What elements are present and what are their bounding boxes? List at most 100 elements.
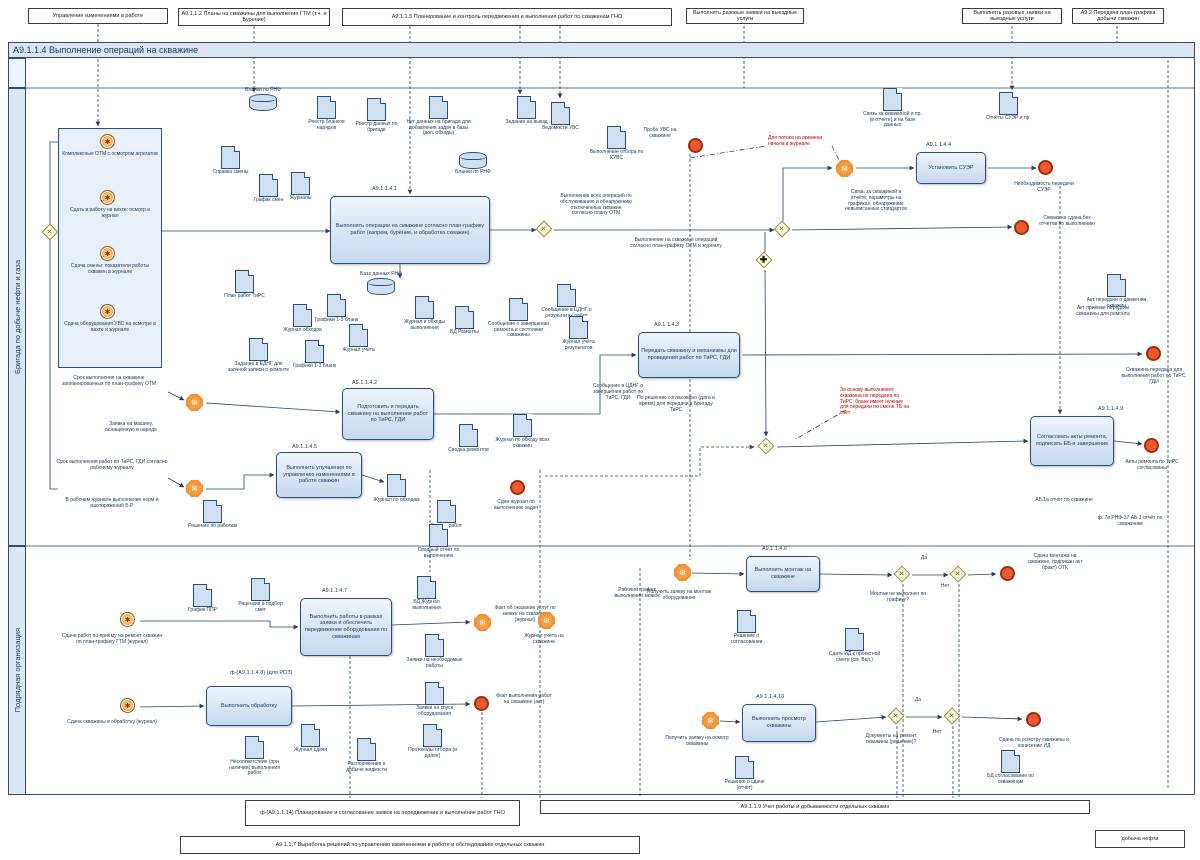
end-event-icon[interactable] [510,480,525,495]
document-icon[interactable] [1107,274,1126,297]
document-icon[interactable] [883,88,902,111]
document-icon[interactable] [1001,750,1020,773]
process-box[interactable]: Подготовить и передать скважину на выпол… [342,388,434,440]
document-label: Задание в ЕДНГ для заочной записи о ремо… [227,361,290,373]
end-event-icon[interactable] [1038,160,1053,175]
database-icon[interactable] [249,93,277,111]
document-icon[interactable] [569,316,588,339]
document-icon[interactable] [203,500,222,523]
document-icon[interactable] [455,306,474,329]
document-icon[interactable] [249,338,268,361]
document-icon[interactable] [459,424,478,447]
document-icon[interactable] [259,174,278,197]
gateway-parallel-icon[interactable]: ✚ [755,251,773,269]
end-event-icon[interactable] [1014,220,1029,235]
process-box[interactable]: Выполнить работы в рамках заявки и обесп… [300,598,392,656]
message-event-icon[interactable]: ✉ [474,614,491,631]
document-icon[interactable] [417,576,436,599]
document-icon[interactable] [293,304,312,327]
message-event-icon[interactable]: ✉ [702,712,719,729]
process-box[interactable]: Согласовать акты ремонта, подписать ЕБ и… [1030,416,1114,466]
database-icon[interactable] [367,277,395,295]
document-icon[interactable] [425,634,444,657]
document-icon[interactable] [367,98,386,121]
document-icon[interactable] [305,340,324,363]
message-event-icon[interactable]: ✉ [186,394,203,411]
document-icon[interactable] [557,284,576,307]
document-icon[interactable] [551,102,570,125]
document-icon[interactable] [251,578,270,601]
process-box[interactable]: Выполнить монтаж на скважине [746,556,820,592]
gateway-exclusive-icon[interactable]: ✕ [949,565,967,583]
process-box[interactable]: Установить СУЭР [916,152,986,184]
external-process-box[interactable]: А9.2 Передача план-графика добычи скважи… [1072,8,1164,24]
document-icon[interactable] [245,736,264,759]
end-event-icon[interactable] [1000,566,1015,581]
intermediate-event-icon[interactable]: ✱ [120,698,135,713]
document-icon[interactable] [437,500,456,523]
document-icon[interactable] [517,96,536,119]
intermediate-event-icon[interactable]: ✱ [120,612,135,627]
end-event-icon[interactable] [1146,346,1161,361]
gateway-exclusive-icon[interactable]: ✕ [757,437,775,455]
process-box[interactable]: Выполнять операции на скважине согласно … [330,196,490,264]
intermediate-event-icon[interactable]: ✱ [100,304,115,319]
document-icon[interactable] [429,96,448,119]
end-event-icon[interactable] [1144,438,1159,453]
end-event-icon[interactable] [1026,712,1041,727]
document-icon[interactable] [301,724,320,747]
document-icon[interactable] [737,610,756,633]
document-icon[interactable] [845,628,864,651]
connector-line [545,444,755,477]
message-event-icon[interactable]: ✉ [674,564,691,581]
document-icon[interactable] [357,738,376,761]
document-icon[interactable] [349,324,368,347]
document-icon[interactable] [387,474,406,497]
external-process-box[interactable]: А9.1.1.9 Учет работы и добываемости отде… [540,800,1090,814]
document-icon[interactable] [221,146,240,169]
external-process-box[interactable]: А9.1.1.5 Планирование и контроль передви… [342,8,672,26]
document-icon[interactable] [429,524,448,547]
document-icon[interactable] [425,682,444,705]
message-event-icon[interactable]: ✉ [836,160,853,177]
external-process-box[interactable]: А9.1.1.2 Планы на скважины для выполнени… [178,8,330,26]
process-box[interactable]: Выполнить обработку [206,686,292,726]
intermediate-event-icon[interactable]: ✱ [100,134,115,149]
document-icon[interactable] [607,126,626,149]
end-event-icon[interactable] [688,138,703,153]
gateway-exclusive-icon[interactable]: ✕ [535,220,553,238]
document-icon[interactable] [423,724,442,747]
external-process-box[interactable]: Управление изменениями в работе [28,8,168,24]
process-box[interactable]: Передать скважину и механизмы для провед… [638,332,740,378]
gateway-exclusive-icon[interactable]: ✕ [893,565,911,583]
external-process-box[interactable]: Выполнять разовые заявки на выездные усл… [686,8,804,24]
document-icon[interactable] [317,96,336,119]
gateway-exclusive-icon[interactable]: ✕ [943,707,961,725]
external-process-box[interactable]: ф-(А9.1.1.14) Планирование и согласовани… [245,800,520,826]
message-event-icon[interactable]: ✉ [538,612,555,629]
document-icon[interactable] [415,296,434,319]
external-process-box[interactable]: Выполнять разовые заявки на выездные усл… [962,8,1062,24]
document-node: БД Ремонты [437,306,493,336]
document-icon[interactable] [735,756,754,779]
message-event-icon[interactable]: ✉ [186,480,203,497]
document-icon[interactable] [327,294,346,317]
external-process-box[interactable]: А9.1.1.7 Выработка решений по управлению… [180,836,640,854]
intermediate-event-icon[interactable]: ✱ [100,190,115,205]
connector-line [361,474,385,483]
document-icon[interactable] [509,298,528,321]
document-icon[interactable] [235,270,254,293]
document-icon[interactable] [999,92,1018,115]
end-event-icon[interactable] [474,696,489,711]
intermediate-event-icon[interactable]: ✱ [100,246,115,261]
document-icon[interactable] [193,584,212,607]
document-icon[interactable] [513,414,532,437]
document-icon[interactable] [291,172,310,195]
gateway-exclusive-icon[interactable]: ✕ [773,220,791,238]
gateway-exclusive-icon[interactable]: ✕ [41,223,59,241]
database-icon[interactable] [459,152,487,169]
process-box[interactable]: Выполнить улучшения по управлению измене… [276,452,362,498]
process-box[interactable]: Выполнить просмотр скважины [742,704,816,742]
external-process-box[interactable]: добыча нефти [1095,830,1185,848]
gateway-exclusive-icon[interactable]: ✕ [887,707,905,725]
